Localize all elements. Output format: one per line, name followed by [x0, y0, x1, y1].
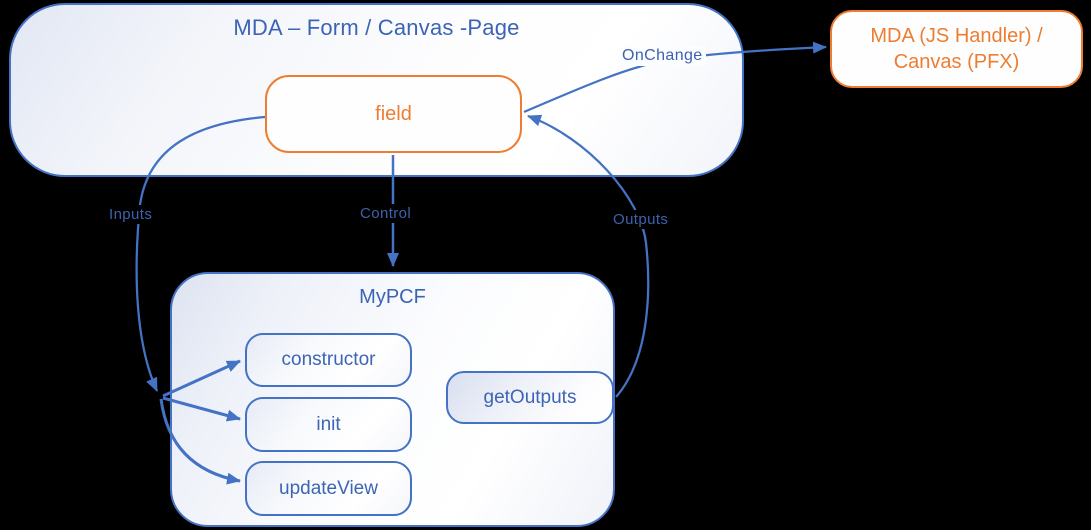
updateview-node: updateView — [245, 461, 412, 516]
mda-page-title: MDA – Form / Canvas -Page — [233, 15, 520, 40]
inputs-connector-label: Inputs — [106, 205, 156, 224]
onchange-connector-label: OnChange — [619, 46, 706, 66]
updateview-label: updateView — [279, 477, 378, 499]
constructor-node: constructor — [245, 333, 412, 387]
mypcf-title: MyPCF — [359, 286, 426, 308]
control-connector-label: Control — [357, 204, 415, 223]
constructor-label: constructor — [281, 349, 376, 370]
handler-node: MDA (JS Handler) / Canvas (PFX) — [830, 10, 1083, 88]
handler-label-line1: MDA (JS Handler) / — [870, 24, 1043, 47]
handler-label-line2: Canvas (PFX) — [893, 51, 1020, 73]
field-label: field — [375, 102, 412, 125]
field-node: field — [265, 75, 522, 153]
getoutputs-node: getOutputs — [446, 371, 614, 424]
init-node: init — [245, 397, 412, 452]
init-label: init — [316, 413, 341, 435]
getoutputs-label: getOutputs — [483, 386, 577, 408]
outputs-connector-label: Outputs — [610, 210, 672, 229]
